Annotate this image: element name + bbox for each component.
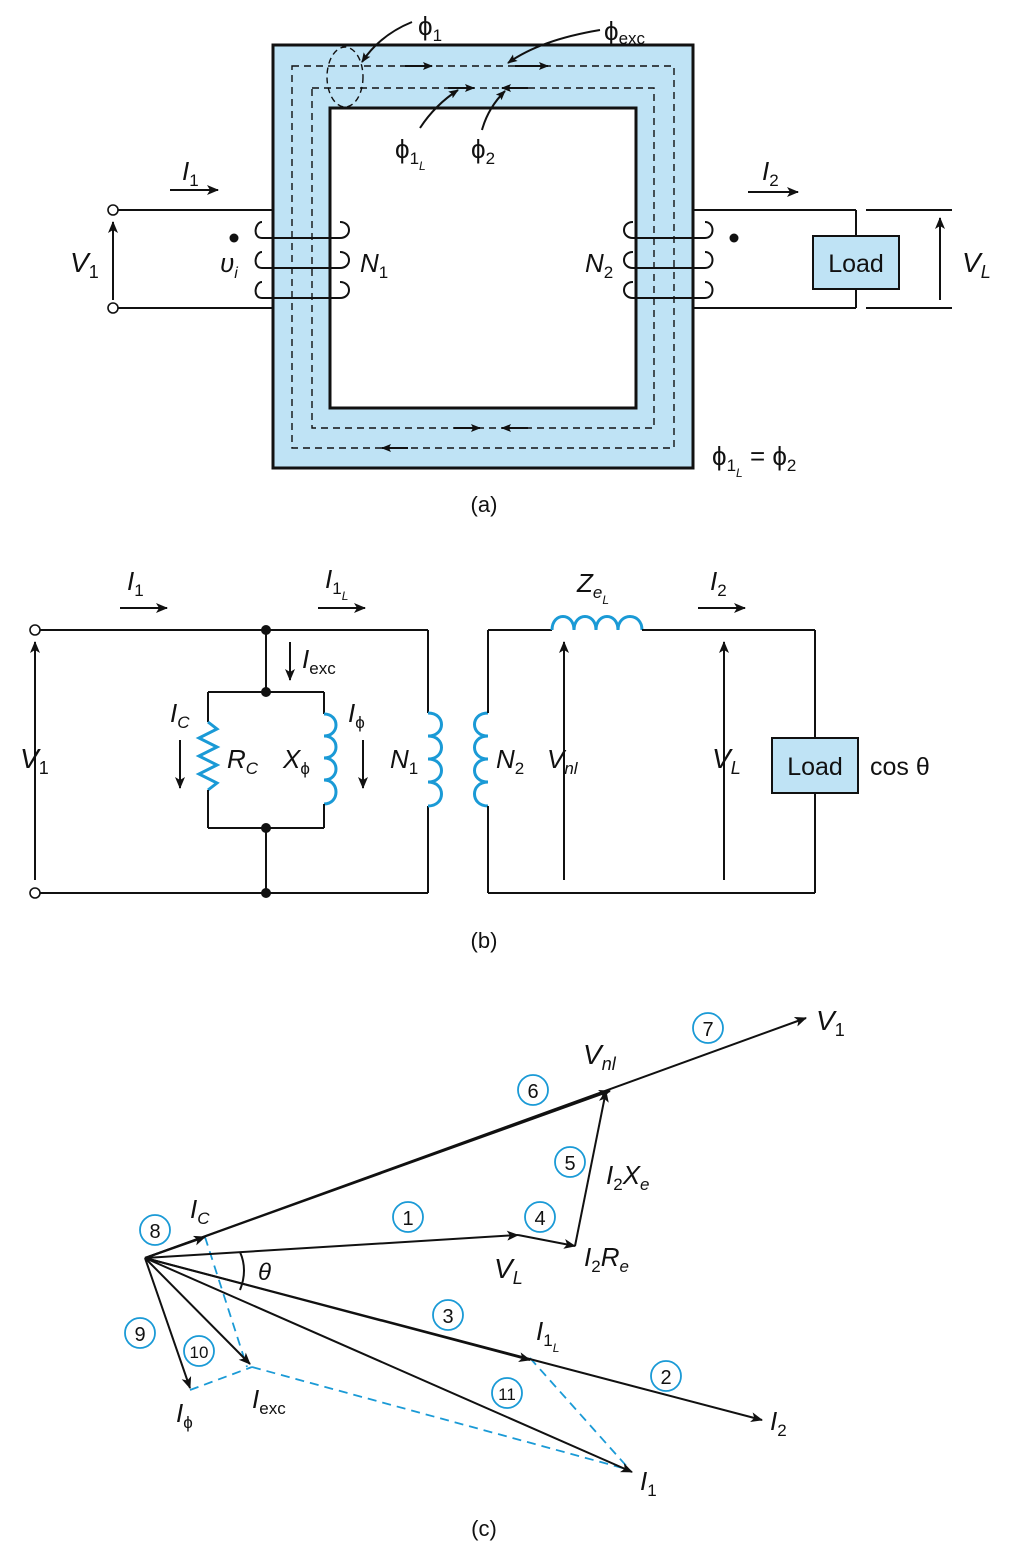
c-i1L-label: I1L bbox=[536, 1316, 559, 1355]
b-i1-label: I1 bbox=[127, 566, 144, 600]
n1-label: N1 bbox=[360, 248, 388, 282]
b-load-box bbox=[771, 737, 859, 794]
c-iexc-label: Iexc bbox=[252, 1384, 286, 1418]
b-vl-label: VL bbox=[712, 743, 741, 778]
c-dash-ic-to-iexc bbox=[204, 1236, 248, 1368]
flux-path-outer bbox=[291, 65, 675, 449]
c-ic-label: IC bbox=[190, 1194, 210, 1228]
c-step-8: 8 bbox=[149, 1221, 160, 1243]
primary-terminal-top bbox=[107, 204, 119, 216]
caption-a: (a) bbox=[471, 492, 498, 517]
b-terminal-top bbox=[29, 624, 41, 636]
c-step-3: 3 bbox=[442, 1306, 453, 1328]
b-cos-theta: cos θ bbox=[870, 753, 930, 781]
b-n2-coil bbox=[473, 711, 489, 808]
leakage-flux-loop bbox=[326, 46, 364, 108]
load-label: Load bbox=[828, 250, 884, 278]
b-load-label: Load bbox=[787, 753, 843, 781]
c-i1L-vector bbox=[144, 1257, 531, 1363]
vl-label: VL bbox=[962, 247, 991, 282]
polarity-dot-primary bbox=[229, 233, 239, 243]
c-i2-label: I2 bbox=[770, 1406, 787, 1440]
phi-exc-leader bbox=[507, 29, 601, 64]
c-i1-vector bbox=[144, 1257, 633, 1473]
c-i2re-label: I2Re bbox=[584, 1242, 629, 1276]
c-step-9: 9 bbox=[134, 1324, 145, 1346]
b-zel-inductor bbox=[550, 615, 644, 631]
n2-label: N2 bbox=[585, 248, 613, 282]
polarity-dot-secondary bbox=[729, 233, 739, 243]
b-n2-label: N2 bbox=[496, 744, 524, 778]
c-ic-vector bbox=[144, 1235, 206, 1259]
load-box bbox=[812, 235, 900, 290]
c-dash-iexc-to-i1 bbox=[251, 1366, 631, 1471]
caption-b: (b) bbox=[471, 928, 498, 953]
c-i2xe-vector bbox=[574, 1090, 609, 1247]
c-dash-i1L-to-i1 bbox=[529, 1357, 631, 1471]
b-xphi-inductor bbox=[323, 712, 338, 806]
c-vl-label: VL bbox=[494, 1253, 523, 1288]
phi1L-label: ϕ1L bbox=[395, 134, 426, 173]
c-i1-label: I1 bbox=[640, 1466, 657, 1500]
flux-path-inner bbox=[311, 87, 655, 429]
b-i2-label: I2 bbox=[710, 566, 727, 600]
b-node bbox=[261, 888, 271, 898]
phi1-label: ϕ1 bbox=[418, 11, 442, 45]
b-i1L-label: I1L bbox=[325, 564, 348, 603]
secondary-winding bbox=[623, 221, 714, 299]
c-vnl-vector bbox=[144, 1090, 611, 1259]
figure-a-core-diagram: ϕ1 ϕexc ϕ1L ϕ2 I1 V1 υi N1 Load I2 N2 VL bbox=[70, 11, 991, 517]
b-iexc-label: Iexc bbox=[302, 644, 336, 678]
vi-label: υi bbox=[220, 248, 238, 282]
c-step-1: 1 bbox=[402, 1208, 413, 1230]
b-zel-label: ZeL bbox=[576, 568, 609, 607]
primary-terminal-bottom bbox=[107, 302, 119, 314]
b-v1-label: V1 bbox=[20, 743, 49, 778]
b-xphi-label: Xϕ bbox=[282, 744, 310, 778]
c-v1-label: V1 bbox=[816, 1005, 845, 1040]
phi-exc-label: ϕexc bbox=[604, 16, 646, 48]
c-theta-arc bbox=[239, 1251, 245, 1291]
c-step-11: 11 bbox=[498, 1385, 516, 1404]
c-iexc-vector bbox=[144, 1257, 251, 1365]
b-vnl-label: Vnl bbox=[547, 744, 579, 778]
b-rc-resistor bbox=[195, 720, 221, 792]
c-iphi-vector bbox=[144, 1257, 192, 1389]
c-step-4: 4 bbox=[534, 1208, 545, 1230]
phi2-leader bbox=[481, 90, 506, 131]
figure-c-phasor-diagram: 1 2 3 4 5 6 7 8 9 10 11 V1 Vnl I2Xe I2Re… bbox=[124, 1005, 845, 1541]
caption-c: (c) bbox=[471, 1516, 497, 1541]
primary-winding bbox=[254, 221, 350, 299]
c-vl-vector bbox=[144, 1230, 519, 1259]
c-dash-iphi-to-iexc bbox=[189, 1366, 253, 1391]
b-iphi-label: Iϕ bbox=[348, 698, 365, 732]
core-window bbox=[328, 106, 638, 410]
b-ic-label: IC bbox=[170, 698, 190, 732]
c-step-7: 7 bbox=[702, 1019, 713, 1041]
i1-label: I1 bbox=[182, 156, 199, 190]
phi1-leader bbox=[361, 21, 413, 63]
flux-equation: ϕ1L = ϕ2 bbox=[712, 441, 796, 480]
b-terminal-bottom bbox=[29, 887, 41, 899]
c-step-2: 2 bbox=[660, 1367, 671, 1389]
c-step-10: 10 bbox=[190, 1343, 209, 1362]
b-n1-coil bbox=[427, 711, 443, 808]
phi2-label: ϕ2 bbox=[471, 134, 495, 168]
c-iphi-label: Iϕ bbox=[176, 1398, 193, 1432]
c-step-markers: 1 2 3 4 5 6 7 8 9 10 11 bbox=[124, 1012, 724, 1409]
c-vnl-label: Vnl bbox=[583, 1039, 617, 1074]
c-i2xe-label: I2Xe bbox=[606, 1160, 650, 1194]
phi1L-leader bbox=[419, 89, 459, 129]
b-rc-label: RC bbox=[227, 744, 259, 778]
b-n1-label: N1 bbox=[390, 744, 418, 778]
c-step-5: 5 bbox=[564, 1153, 575, 1175]
v1-label: V1 bbox=[70, 247, 99, 282]
c-theta-label: θ bbox=[258, 1259, 271, 1286]
c-step-6: 6 bbox=[527, 1081, 538, 1103]
c-i2re-vector bbox=[517, 1234, 576, 1249]
figure-b-equivalent-circuit: Load cos θ I1 I1L Iexc IC RC Xϕ Iϕ V1 N1… bbox=[20, 564, 930, 953]
i2-label: I2 bbox=[762, 156, 779, 190]
